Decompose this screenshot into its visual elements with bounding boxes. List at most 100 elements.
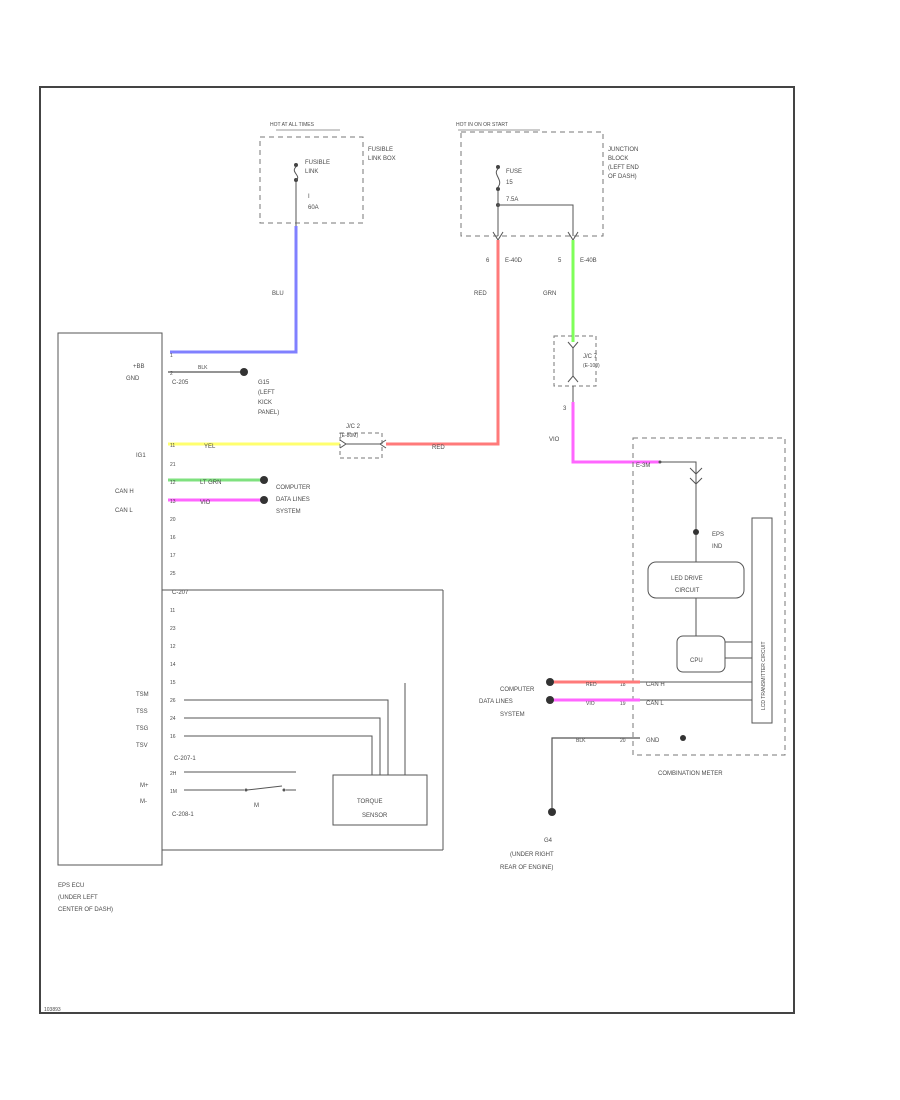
fuse-label-2: 15 <box>506 180 513 186</box>
ecu-pin-num: 1 <box>170 353 173 359</box>
wire-red <box>386 240 500 446</box>
junction-name-1: JUNCTION <box>608 147 638 153</box>
wire-vio-meter <box>571 402 660 464</box>
eps-indicator-led <box>693 529 699 535</box>
eps-ecu-body <box>57 332 163 866</box>
motor-pin-num: 1M <box>170 789 177 795</box>
wire-label-vio: VIO <box>200 500 211 506</box>
ground-g1-name-3: KICK <box>258 400 272 406</box>
wire-gnd-meter <box>551 737 640 808</box>
meter-gnd-terminal <box>680 735 686 741</box>
can-terminal-right <box>546 678 554 686</box>
motor-symbol-label: M <box>254 803 259 809</box>
jb-conn-left: E-40D <box>505 258 523 264</box>
meter-pin-gnd: 20 <box>620 738 626 744</box>
jc7-label-2: (E-100) <box>583 363 600 369</box>
torque-sensor <box>332 774 428 826</box>
jc7-pin: 3 <box>563 406 567 412</box>
wire-label-can-l: VIO <box>586 701 595 707</box>
motor-pin-num: 2H <box>170 771 177 777</box>
ecu-pin-num: 11 <box>170 443 175 449</box>
motor-pin-label: M+ <box>140 783 149 789</box>
ecu-conn2-label: C-207 <box>172 590 189 596</box>
meter-can-l-label: CAN L <box>646 701 664 707</box>
can-system-left-2: DATA LINES <box>276 497 310 503</box>
fuse-terminal <box>496 187 500 191</box>
can-system-right-1: COMPUTER <box>500 687 535 693</box>
fuse-label-3: 7.5A <box>506 197 518 203</box>
joint-connector-2: J/C 2 (E-80M) <box>339 424 387 459</box>
ecu-pin-label: CAN L <box>115 508 133 514</box>
ecu-pin-label: +BB <box>133 364 145 370</box>
fusible-link-box: HOT AT ALL TIMES FUSIBLE LINK BOX FUSIBL… <box>259 122 396 226</box>
ecu-name-3: CENTER OF DASH) <box>58 907 113 913</box>
fuse-label-1: FUSE <box>506 169 522 175</box>
torque-sensor-label-1: TORQUE <box>357 799 383 805</box>
joint-connector-7: J/C 7 (E-100) 3 <box>553 335 600 412</box>
ecu-conn3-label: C-207-1 <box>174 756 196 762</box>
ecu-pin-num: 12 <box>170 480 176 486</box>
led-drive-label-2: CIRCUIT <box>675 588 700 594</box>
junction-name-4: OF DASH) <box>608 174 637 180</box>
lcd-transmitter-circuit <box>751 517 773 724</box>
diagram-frame <box>39 86 795 1014</box>
junction-block: HOT IN ON OR START JUNCTION BLOCK (LEFT … <box>456 122 640 264</box>
ecu-pin-num: 2 <box>170 371 173 377</box>
ground-g2-name-2: (UNDER RIGHT <box>510 852 554 858</box>
ecu-pin-label: GND <box>126 376 140 382</box>
jc7-label-1: J/C 7 <box>583 354 598 360</box>
eps-ecu: +BB GND IG1 CAN H CAN L 1 2 11 21 12 13 … <box>57 332 444 913</box>
can-system-left-1: COMPUTER <box>276 485 311 491</box>
ecu-conn4-label: C-208-1 <box>172 812 194 818</box>
fusible-box-name-1: FUSIBLE <box>368 147 393 153</box>
fusible-link-label-2: LINK <box>305 169 318 175</box>
can-terminal <box>260 476 268 484</box>
wire-label-blk: BLK <box>198 365 208 371</box>
ecu-conn2-pin: 14 <box>170 662 176 668</box>
cpu-block <box>676 635 726 673</box>
can-terminal <box>260 496 268 504</box>
ground-g2-name-3: REAR OF ENGINE) <box>500 865 553 871</box>
torque-pin-label: TSV <box>136 743 148 749</box>
torque-wire <box>184 735 373 775</box>
wire-blu <box>170 226 298 354</box>
meter-pin-can-l: 19 <box>620 701 626 707</box>
jb-pin-left: 6 <box>486 258 490 264</box>
torque-pin-num: 26 <box>170 698 176 704</box>
wire-label-ltgrn: LT GRN <box>200 480 221 486</box>
fusible-link-label-4: 60A <box>308 205 319 211</box>
jc2-label-1: J/C 2 <box>346 424 361 430</box>
jb-pin-right: 5 <box>558 258 562 264</box>
cpu-label: CPU <box>690 658 703 664</box>
combination-meter-name: COMBINATION METER <box>658 771 723 777</box>
motor-terminal <box>282 788 286 792</box>
ground-g2-name-1: G4 <box>544 838 553 844</box>
meter-conn-label: E-3M <box>636 463 650 469</box>
lcd-transmitter-label: LCD TRANSMITTER CIRCUIT <box>761 641 767 710</box>
can-system-left-3: SYSTEM <box>276 509 301 515</box>
ecu-conn2-pin: 15 <box>170 680 176 686</box>
combination-meter-box <box>632 437 786 756</box>
ecu-conn2-pin: 23 <box>170 626 176 632</box>
fusible-link-label-1: FUSIBLE <box>305 160 330 166</box>
ecu-conn2-pin: 12 <box>170 644 176 650</box>
fusible-supply-label: HOT AT ALL TIMES <box>270 122 315 128</box>
wire-label-blu: BLU <box>272 291 284 297</box>
can-system-right-2: DATA LINES <box>479 699 513 705</box>
jc2-label-2: (E-80M) <box>340 433 358 439</box>
can-terminal-right <box>546 696 554 704</box>
motor-pin-label: M- <box>140 799 147 805</box>
ecu-pin-label: CAN H <box>115 489 134 495</box>
wire-label-gnd-meter: BLK <box>576 738 586 744</box>
torque-pin-num: 16 <box>170 734 176 740</box>
ecu-name-2: (UNDER LEFT <box>58 895 98 901</box>
led-drive-label-1: LED DRIVE <box>671 576 703 582</box>
meter-can-h-label: CAN H <box>646 682 665 688</box>
ecu-pin-num: 25 <box>170 571 176 577</box>
ecu-conn2-pin: 11 <box>170 608 175 614</box>
ground-g1-name-4: PANEL) <box>258 410 279 416</box>
combination-meter: E-3M EPS IND LED DRIVE CIRCUIT CPU LCD T… <box>620 437 786 777</box>
fusible-link-terminal <box>294 163 298 167</box>
eps-ind-label-2: IND <box>712 544 723 550</box>
